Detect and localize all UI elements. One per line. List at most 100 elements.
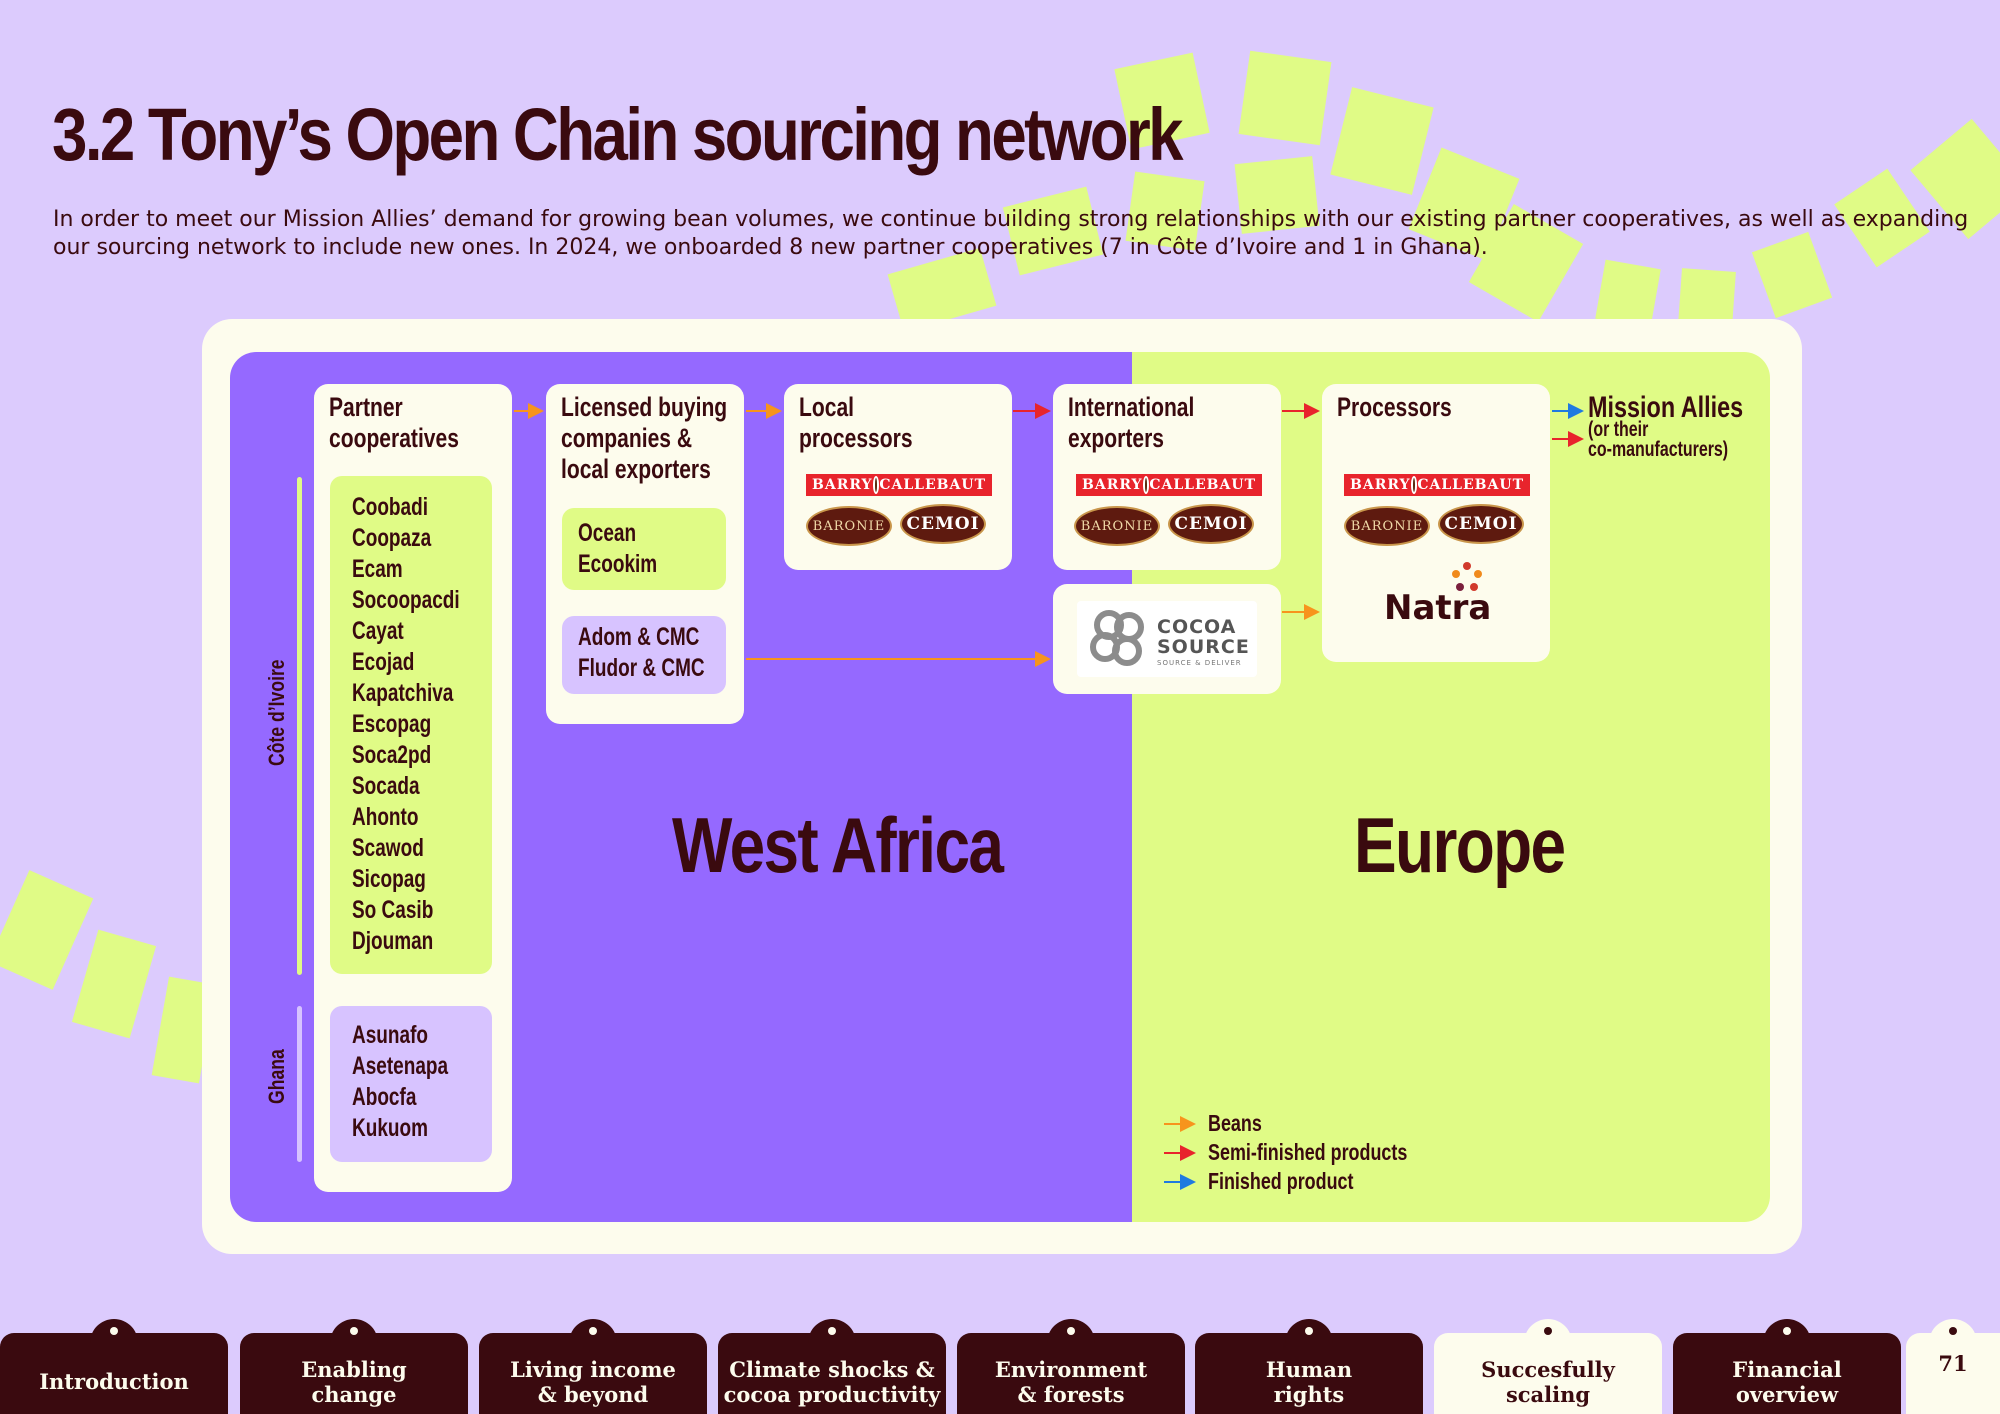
mission-allies-header: Mission Allies xyxy=(1588,391,1744,424)
natra-logo: Natra xyxy=(1384,588,1492,628)
logo-text: BARRY xyxy=(812,477,873,493)
baronie-logo: BARONIE xyxy=(1074,506,1160,546)
list-item: Asunafo xyxy=(352,1021,428,1049)
list-item: Coopaza xyxy=(352,524,432,552)
baronie-logo: BARONIE xyxy=(1344,506,1430,546)
tab-label-line: Financial xyxy=(1732,1356,1842,1382)
buyers-group-2: Adom & CMC Fludor & CMC xyxy=(578,622,705,684)
cocoa-source-mark-icon xyxy=(1090,610,1144,666)
list-item: Soca2pd xyxy=(352,741,432,769)
tab-label-line: Introduction xyxy=(39,1369,189,1394)
list-item: Ecam xyxy=(352,555,403,583)
page-number-text: 71 xyxy=(1938,1351,1968,1376)
tab-label-line: scaling xyxy=(1505,1381,1591,1407)
list-item: Cayat xyxy=(352,617,404,645)
list-item: Asetenapa xyxy=(352,1052,449,1080)
list-item: Abocfa xyxy=(352,1083,417,1111)
processors-header: Processors xyxy=(1337,392,1452,422)
tab-label-line: & forests xyxy=(1017,1381,1125,1407)
baronie-logo: BARONIE xyxy=(806,506,892,546)
list-item: Adom & CMC xyxy=(578,623,700,651)
partner-cooperatives-header: Partner cooperatives xyxy=(329,392,459,454)
list-item: Ocean xyxy=(578,519,637,547)
tab-label: Environment& forests xyxy=(994,1353,1148,1407)
cemoi-logo: CEMOI xyxy=(1168,504,1254,544)
cote-divoire-bracket xyxy=(297,477,302,975)
barry-callebaut-logo: BARRY CALLEBAUT xyxy=(806,474,992,496)
nav-tab-climate-shocks[interactable]: Climate shocks &cocoa productivity xyxy=(718,1319,946,1414)
page-title: 3.2 Tony’s Open Chain sourcing network xyxy=(52,93,1184,176)
intro-paragraph: In order to meet our Mission Allies’ dem… xyxy=(53,207,1969,260)
barry-callebaut-logo: BARRY CALLEBAUT xyxy=(1344,474,1530,496)
logo-text: CALLEBAUT xyxy=(1417,477,1524,493)
nav-tab-living-income[interactable]: Living income& beyond xyxy=(479,1319,707,1414)
tab-label: Climate shocks &cocoa productivity xyxy=(724,1353,941,1407)
header-line: cooperatives xyxy=(329,423,459,453)
west-africa-label: West Africa xyxy=(672,801,1004,889)
tab-label-line: Living income xyxy=(510,1356,676,1382)
list-item: Escopag xyxy=(352,710,432,738)
header-line: local exporters xyxy=(561,454,711,484)
local-processors-header: Local processors xyxy=(799,392,913,454)
tab-label-line: & beyond xyxy=(537,1381,649,1407)
legend-finished: Finished product xyxy=(1208,1168,1354,1194)
tab-label-line: change xyxy=(311,1381,397,1407)
logo-text: BARRY xyxy=(1350,477,1411,493)
list-item: Kapatchiva xyxy=(352,679,454,707)
sub-line: (or their xyxy=(1588,418,1649,441)
cote-divoire-list: Coobadi Coopaza Ecam Socoopacdi Cayat Ec… xyxy=(352,492,460,957)
buyers-group-2-box xyxy=(562,616,726,694)
list-item: Djouman xyxy=(352,927,434,955)
header-line: Licensed buying xyxy=(561,392,728,422)
natra-mark-icon xyxy=(1452,562,1482,591)
list-item: Sicopag xyxy=(352,865,426,893)
ghana-list-box xyxy=(330,1006,492,1162)
tab-label-line: overview xyxy=(1735,1381,1839,1407)
list-item: Scawod xyxy=(352,834,424,862)
header-line: exporters xyxy=(1068,423,1164,453)
header-line: Partner xyxy=(329,392,403,422)
page-number: 71 xyxy=(1906,1319,2000,1414)
cocoa-source-logo: COCOA SOURCE SOURCE & DELIVER xyxy=(1077,601,1257,677)
list-item: Kukuom xyxy=(352,1114,428,1142)
logo-text: CALLEBAUT xyxy=(1149,477,1256,493)
cemoi-logo: CEMOI xyxy=(900,504,986,544)
logo-text: SOURCE xyxy=(1157,636,1250,658)
list-item: Ecookim xyxy=(578,550,658,578)
cote-divoire-list-box xyxy=(330,476,492,974)
tab-label: Introduction xyxy=(39,1365,189,1394)
tab-label-line: Enabling xyxy=(301,1356,407,1382)
legend-semi-finished: Semi-finished products xyxy=(1208,1139,1408,1165)
list-item: Ecojad xyxy=(352,648,415,676)
list-item: So Casib xyxy=(352,896,434,924)
ghana-bracket xyxy=(297,1006,302,1162)
tab-label: Living income& beyond xyxy=(510,1353,676,1407)
tab-label-line: Climate shocks & xyxy=(729,1356,935,1382)
header-line: International xyxy=(1068,392,1195,422)
nav-tab-environment[interactable]: Environment& forests xyxy=(957,1319,1185,1414)
tab-label-line: rights xyxy=(1273,1381,1345,1407)
header-line: processors xyxy=(799,423,913,453)
cemoi-logo: CEMOI xyxy=(1438,504,1524,544)
mission-allies-sub: (or their co-manufacturers) xyxy=(1588,418,1729,461)
cocoa-source-tagline: SOURCE & DELIVER xyxy=(1157,659,1242,667)
header-line: Local xyxy=(799,392,855,422)
tab-label-line: Environment xyxy=(994,1356,1148,1382)
list-item: Socada xyxy=(352,772,420,800)
list-item: Fludor & CMC xyxy=(578,654,705,682)
logo-text: CALLEBAUT xyxy=(879,477,986,493)
buyers-group-1: Ocean Ecookim xyxy=(578,518,657,580)
sub-line: co-manufacturers) xyxy=(1588,438,1729,461)
ghana-list: Asunafo Asetenapa Abocfa Kukuom xyxy=(352,1020,448,1144)
nav-tab-introduction[interactable]: Introduction xyxy=(0,1319,228,1414)
tab-label-line: cocoa productivity xyxy=(723,1381,941,1407)
